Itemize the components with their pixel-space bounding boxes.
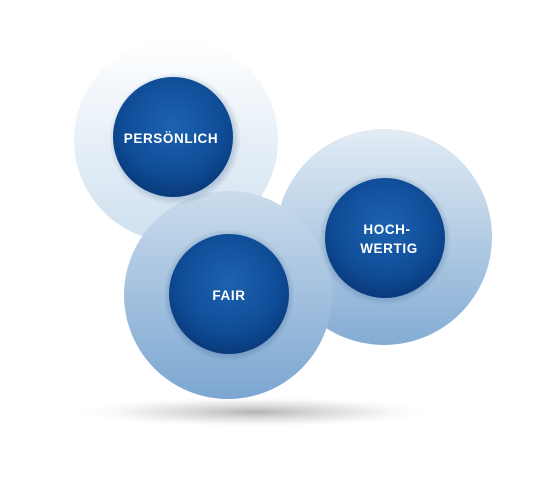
label-fair: FAIR <box>212 288 245 303</box>
label-personal: PERSÖNLICH <box>124 131 219 146</box>
core-personal <box>113 77 233 197</box>
core-quality <box>325 178 445 298</box>
floor-shadow <box>70 396 440 428</box>
core-fair <box>169 234 289 354</box>
label-quality-line1: HOCH- <box>363 222 410 237</box>
label-quality-line2: WERTIG <box>360 241 418 256</box>
